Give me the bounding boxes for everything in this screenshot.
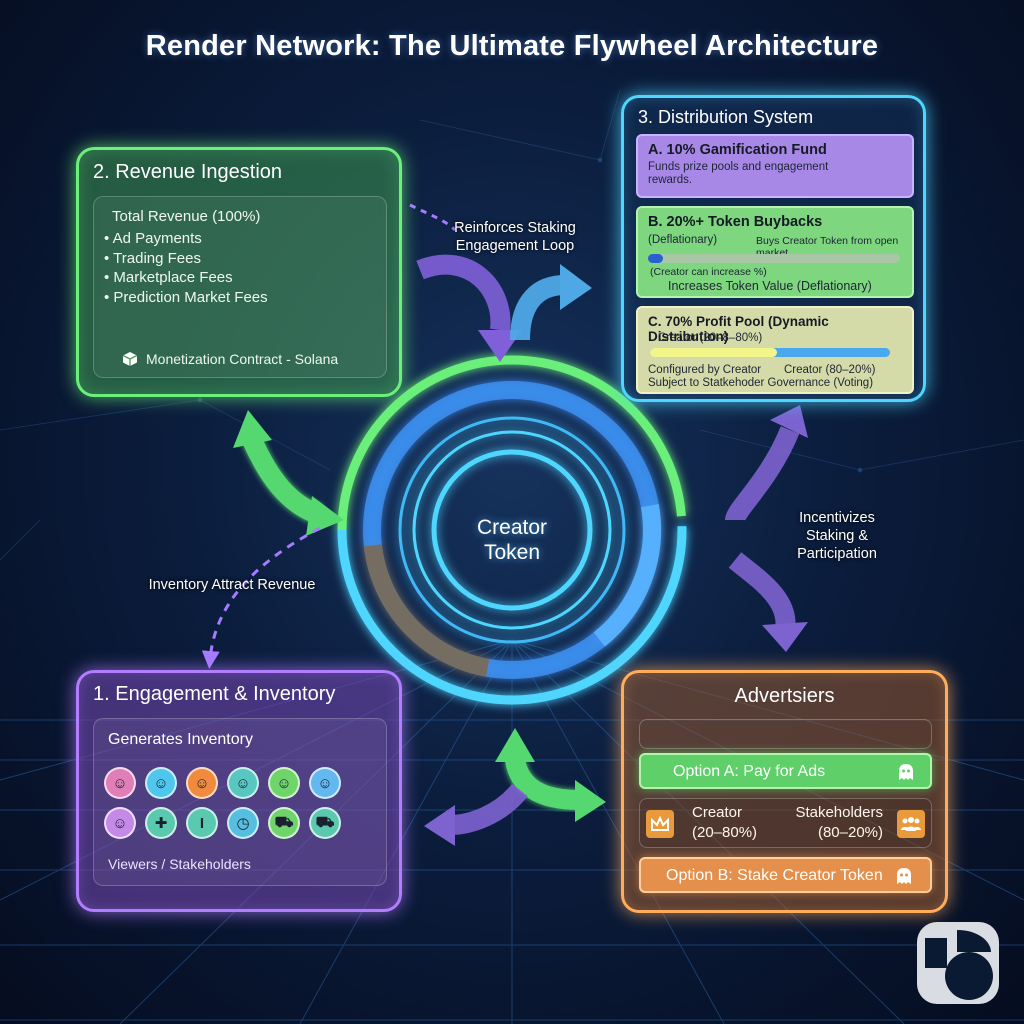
profit-pool-bar [650, 348, 890, 357]
buybacks-bar-fill [648, 254, 663, 263]
contract-label: Monetization Contract - Solana [146, 351, 338, 367]
cart-icon[interactable]: ⛟ [309, 807, 341, 839]
arrow-revenue-to-center [420, 265, 500, 330]
reinforces-label: Reinforces Staking Engagement Loop [440, 219, 590, 255]
advertisers-panel[interactable]: Advertsiers Option A: Pay for Ads Creato… [621, 670, 948, 913]
revenue-panel-title: 2. Revenue Ingestion [93, 161, 282, 184]
creator-split-label: Creator (20–80%) [692, 803, 757, 843]
advertisers-header-slot [639, 719, 932, 749]
page-title: Render Network: The Ultimate Flywheel Ar… [0, 30, 1024, 63]
gamepad-icon[interactable]: ✚ [145, 807, 177, 839]
buybacks-tag: (Deflationary) [648, 234, 717, 246]
dashed-arrow-inventory [210, 528, 320, 660]
profit-creator-range: Creator (20–8–80%) [658, 332, 762, 344]
engagement-panel-title: 1. Engagement & Inventory [93, 683, 335, 706]
creator-pct: (20–80%) [692, 823, 757, 843]
option-a-pay-for-ads-button[interactable]: Option A: Pay for Ads [639, 753, 932, 789]
inventory-attract-label: Inventory Attract Revenue [122, 576, 342, 594]
revenue-items: Ad Payments Trading Fees Marketplace Fee… [104, 229, 268, 307]
avatar[interactable]: ☺ [145, 767, 177, 799]
gamification-fund-card[interactable]: A. 10% Gamification Fund Funds prize poo… [636, 134, 914, 198]
profit-creator-split: Creator (80–20%) [784, 364, 875, 376]
totem-icon[interactable]: I [186, 807, 218, 839]
monetization-contract: Monetization Contract - Solana [122, 351, 338, 367]
avatar[interactable]: ☺ [268, 767, 300, 799]
gamification-desc: Funds prize pools and engagement rewards… [648, 161, 848, 187]
avatar[interactable]: ☺ [309, 767, 341, 799]
option-b-label: Option B: Stake Creator Token [666, 867, 883, 885]
logo-icon [917, 922, 999, 1004]
gamification-title: A. 10% Gamification Fund [648, 142, 827, 158]
center-line1: Creator [440, 515, 584, 540]
revenue-split-row: Creator (20–80%) Stakeholders (80–20%) [639, 798, 932, 848]
buybacks-note: (Creator can increase %) [650, 266, 767, 278]
clock-icon[interactable]: ◷ [227, 807, 259, 839]
creator-token-center[interactable]: Creator Token [440, 515, 584, 565]
revenue-item: Ad Payments [104, 229, 268, 249]
incentivizes-line3: Participation [772, 545, 902, 563]
engagement-inventory-panel[interactable]: 1. Engagement & Inventory Generates Inve… [76, 670, 402, 912]
ghost-icon [896, 762, 916, 782]
reinforces-line1: Reinforces Staking [440, 219, 590, 237]
revenue-total: Total Revenue (100%) [112, 208, 260, 225]
advertisers-panel-title: Advertsiers [624, 685, 945, 708]
arrow-center-to-distribution [520, 285, 565, 340]
inventory-icons-row: ☺ ✚ I ◷ ⛟ ⛟ [104, 807, 341, 839]
revenue-item: Marketplace Fees [104, 268, 268, 288]
avatar[interactable]: ☺ [104, 767, 136, 799]
profit-configured: Configured by Creator [648, 364, 761, 376]
avatar[interactable]: ☺ [227, 767, 259, 799]
incentivizes-line1: Incentivizes [772, 509, 902, 527]
profit-pool-bar-fill [650, 348, 777, 357]
arrow-incentivizes [735, 560, 786, 630]
viewer-avatars-row: ☺ ☺ ☺ ☺ ☺ ☺ [104, 767, 341, 799]
avatar[interactable]: ☺ [104, 807, 136, 839]
revenue-card: Total Revenue (100%) Ad Payments Trading… [93, 196, 387, 378]
stakeholders-label: Stakeholders [795, 803, 883, 823]
profit-governance: Subject to Statkehoder Governance (Votin… [648, 377, 873, 389]
cube-icon [122, 351, 138, 367]
cart-icon[interactable]: ⛟ [268, 807, 300, 839]
incentivizes-line2: Staking & [772, 527, 902, 545]
profit-pool-card[interactable]: C. 70% Profit Pool (Dynamic Distribution… [636, 306, 914, 394]
arrow-bottom-purple [450, 790, 520, 825]
avatar[interactable]: ☺ [186, 767, 218, 799]
creator-label: Creator [692, 803, 757, 823]
incentivizes-label: Incentivizes Staking & Participation [772, 509, 902, 563]
stakeholders-pct: (80–20%) [795, 823, 883, 843]
buybacks-title: B. 20%+ Token Buybacks [648, 214, 822, 230]
buybacks-bar [648, 254, 900, 263]
group-icon [897, 810, 925, 838]
distribution-panel-title: 3. Distribution System [638, 107, 813, 128]
reinforces-line2: Engagement Loop [440, 237, 590, 255]
ghost-icon [894, 866, 914, 886]
distribution-system-panel[interactable]: 3. Distribution System A. 10% Gamificati… [621, 95, 926, 402]
option-a-label: Option A: Pay for Ads [673, 763, 825, 781]
buybacks-effect: Increases Token Value (Deflationary) [668, 279, 872, 293]
center-line2: Token [440, 540, 584, 565]
token-buybacks-card[interactable]: B. 20%+ Token Buybacks (Deflationary) Bu… [636, 206, 914, 298]
arrow-revenue-center-green [252, 440, 320, 515]
revenue-item: Trading Fees [104, 249, 268, 269]
revenue-ingestion-panel[interactable]: 2. Revenue Ingestion Total Revenue (100%… [76, 147, 402, 397]
engagement-footer: Viewers / Stakeholders [108, 856, 251, 872]
engagement-subtitle: Generates Inventory [108, 731, 253, 749]
stakeholders-split-label: Stakeholders (80–20%) [795, 803, 883, 843]
arrow-distribution-to-advertisers [735, 430, 790, 520]
engagement-card: Generates Inventory ☺ ☺ ☺ ☺ ☺ ☺ ☺ ✚ I ◷ … [93, 718, 387, 886]
option-b-stake-token-button[interactable]: Option B: Stake Creator Token [639, 857, 932, 893]
revenue-item: Prediction Market Fees [104, 288, 268, 308]
crown-icon [646, 810, 674, 838]
